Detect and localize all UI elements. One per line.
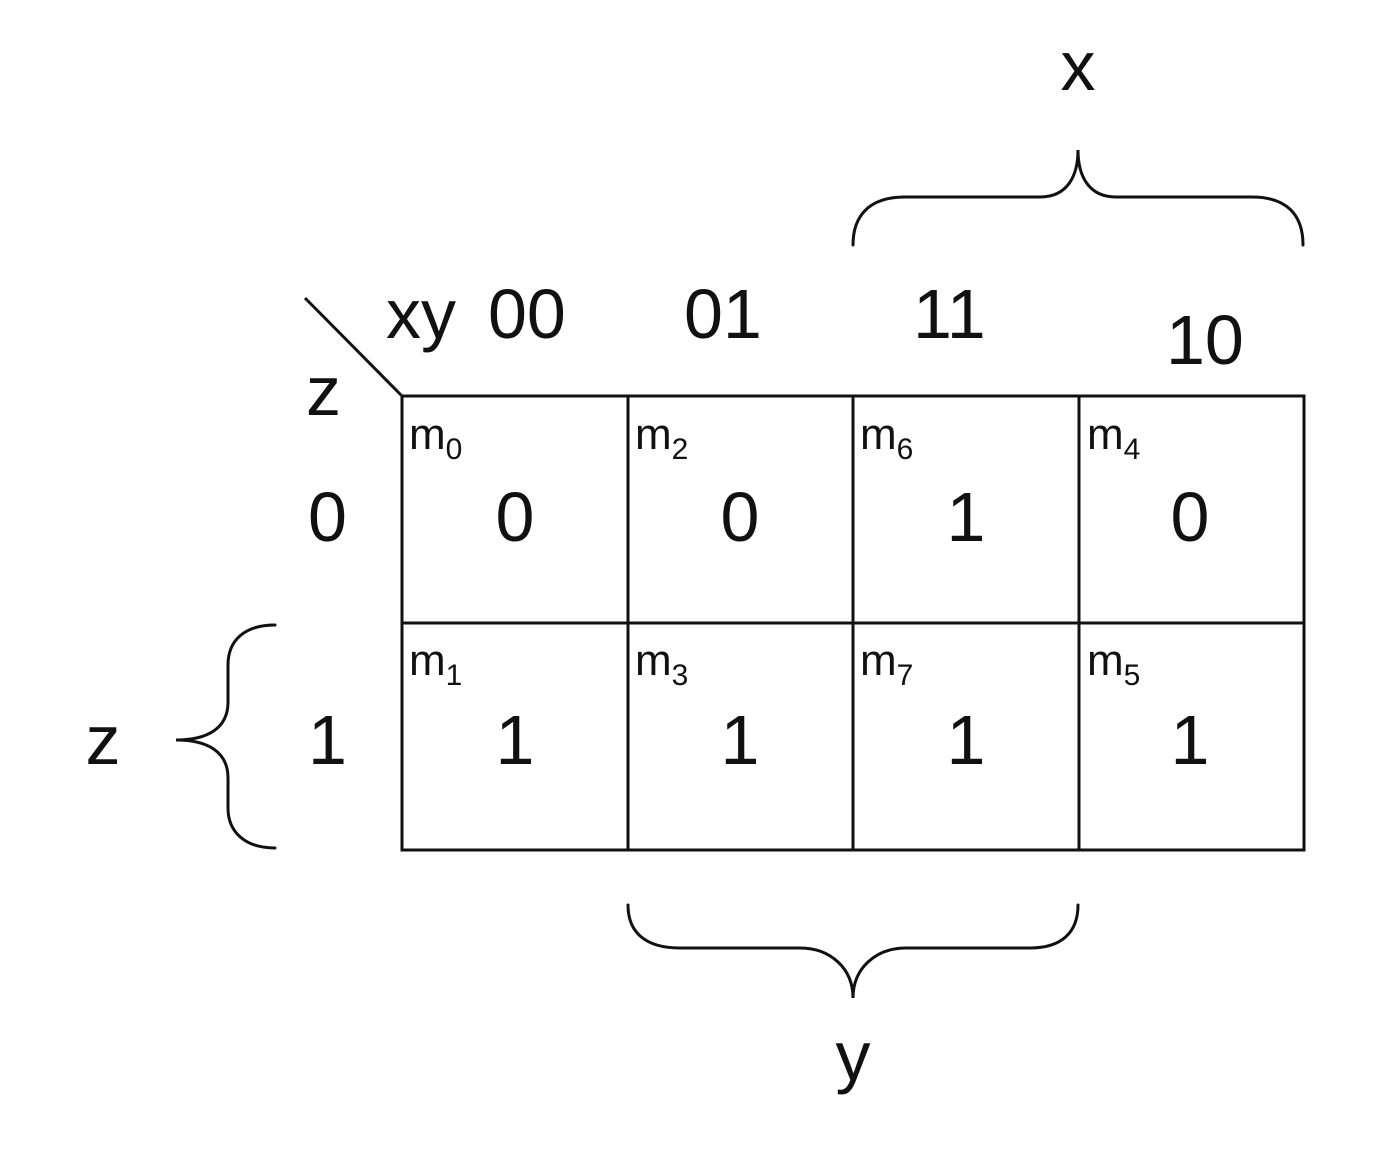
minterm-label: m6: [860, 410, 913, 466]
cell-value: 0: [1171, 478, 1210, 556]
corner-row-variable: z: [306, 352, 341, 430]
cell-value: 1: [1171, 701, 1210, 779]
y-group-brace: [626, 903, 1080, 999]
column-header-11: 11: [913, 275, 986, 353]
kmap-cell-m3: m3 1: [635, 636, 759, 779]
cell-value: 0: [721, 478, 760, 556]
kmap-cell-m4: m4 0: [1087, 410, 1209, 556]
corner-diagonal: [303, 296, 404, 398]
minterm-label: m3: [635, 636, 688, 692]
kmap-grid: [303, 296, 1306, 852]
kmap-cell-m5: m5 1: [1087, 636, 1209, 779]
cell-value: 1: [496, 701, 535, 779]
column-header-10: 10: [1166, 301, 1244, 379]
row-header-1: 1: [308, 701, 347, 779]
minterm-label: m2: [635, 410, 688, 466]
cell-value: 1: [721, 701, 760, 779]
cell-value: 1: [947, 701, 986, 779]
minterm-label: m4: [1087, 410, 1140, 466]
cell-value: 0: [496, 478, 535, 556]
x-group-brace: [851, 149, 1305, 247]
column-header-01: 01: [684, 275, 762, 353]
kmap-cell-m6: m6 1: [860, 410, 985, 556]
minterm-label: m7: [860, 636, 913, 692]
kmap-cell-m1: m1 1: [409, 636, 534, 779]
kmap-cell-m7: m7 1: [860, 636, 985, 779]
cell-value: 1: [947, 478, 986, 556]
y-group-label: y: [836, 1017, 871, 1095]
kmap-cell-m2: m2 0: [635, 410, 759, 556]
z-group-brace: [175, 623, 277, 850]
minterm-label: m1: [409, 636, 462, 692]
corner-column-variables: xy: [386, 275, 456, 353]
minterm-label: m5: [1087, 636, 1140, 692]
row-header-0: 0: [308, 478, 347, 556]
minterm-label: m0: [409, 410, 462, 466]
z-group-label: z: [86, 701, 121, 779]
x-group-label: x: [1061, 27, 1096, 105]
column-header-00: 00: [488, 275, 566, 353]
kmap-cell-m0: m0 0: [409, 410, 534, 556]
